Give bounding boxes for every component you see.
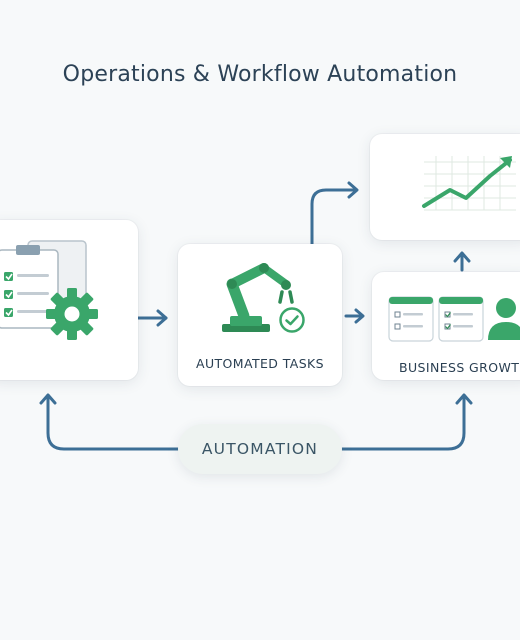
arrow-tasks-to-chart [310, 188, 358, 246]
automated-tasks-card: AUTOMATED TASKS [178, 244, 342, 386]
automated-tasks-label: AUTOMATED TASKS [196, 356, 324, 371]
growth-chart-card [370, 134, 520, 240]
checklist-card [0, 220, 138, 380]
check-circle-icon [279, 307, 305, 333]
automation-label: AUTOMATION [201, 440, 319, 458]
user-icon [488, 298, 520, 340]
arrow-loop-left [46, 394, 180, 451]
arrow-loop-right [340, 394, 466, 451]
task-board-icon [388, 296, 484, 342]
growth-chart-icon [422, 156, 516, 211]
business-growth-label: BUSINESS GROWTH [399, 360, 520, 375]
business-growth-card: BUSINESS GROWTH [372, 272, 520, 380]
automation-pill: AUTOMATION [178, 424, 342, 474]
gear-icon [46, 288, 98, 340]
diagram-title: Operations & Workflow Automation [62, 62, 458, 87]
robot-arm-icon [222, 263, 294, 332]
